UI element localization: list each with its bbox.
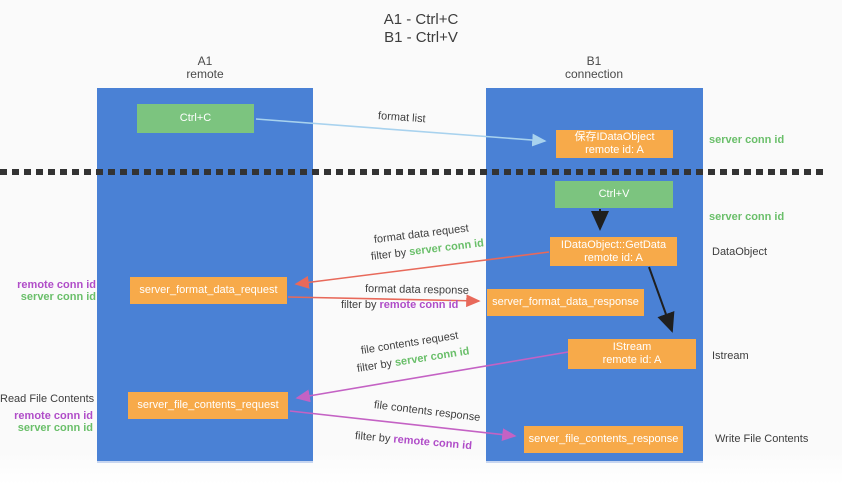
node-server-file-contents-response: server_file_contents_response [524,426,683,453]
copy-paste-separator-line [0,169,826,175]
node-server-file-contents-request: server_file_contents_request [128,392,288,419]
filter-by-text: filter by [370,246,410,263]
left-remote-conn-id-2: remote conn id [14,410,93,422]
diagram-title: A1 - Ctrl+C B1 - Ctrl+V [0,11,842,47]
label-filter-by-remote-conn-id-1: filter by remote conn id [341,299,458,311]
column-a1-subtitle: remote [186,67,224,81]
label-format-data-response: format data response [364,283,470,297]
node-save-idataobject-line2: remote id: A [585,144,644,156]
node-istream: IStream remote id: A [568,339,696,369]
right-server-conn-id-mid: server conn id [709,211,785,223]
node-ctrl-v-label: Ctrl+V [598,188,630,200]
left-conn-ids-format: remote conn id server conn id [0,279,96,303]
label-dataobject: DataObject [712,246,768,258]
node-server-file-contents-request-label: server_file_contents_request [137,399,279,411]
node-save-idataobject-line1: 保存IDataObject [574,131,655,143]
label-filter-by-remote-conn-id-2: filter by remote conn id [354,430,472,452]
right-server-conn-id-top: server conn id [709,134,785,146]
left-server-conn-id-1: server conn id [20,291,96,303]
file-contents-response-arrow [289,410,517,441]
column-a1-name: A1 [197,54,213,68]
node-ctrl-v: Ctrl+V [555,181,673,208]
column-b1-name: B1 [586,54,602,68]
node-istream-line1: IStream [612,341,652,353]
left-server-conn-id-2: server conn id [17,422,93,434]
node-idataobject-getdata: IDataObject::GetData remote id: A [550,237,677,266]
column-header-b1: B1 connection [486,55,702,81]
filter-by-text: filter by [356,357,396,375]
label-write-file-contents: Write File Contents [715,433,809,445]
node-istream-line2: remote id: A [602,354,662,366]
filter-by-text: filter by [354,430,394,446]
filter-by-text: filter by [341,299,380,311]
node-server-format-data-response-label: server_format_data_response [492,296,639,308]
node-idataobject-getdata-line1: IDataObject::GetData [560,238,667,251]
column-header-a1: A1 remote [97,55,313,81]
label-file-contents-response: file contents response [373,399,481,424]
label-read-file-contents: Read File Contents [0,393,95,405]
left-remote-conn-id-1: remote conn id [17,279,96,291]
node-save-idataobject: 保存IDataObject remote id: A [556,130,673,158]
node-server-file-contents-response-label: server_file_contents_response [528,433,679,445]
node-ctrl-c: Ctrl+C [137,104,254,133]
column-b1-subtitle: connection [564,67,624,81]
node-server-format-data-request: server_format_data_request [130,277,287,304]
label-format-list: format list [377,110,426,126]
label-istream: Istream [712,350,749,362]
left-conn-ids-file: remote conn id server conn id [0,410,93,434]
node-ctrl-c-label: Ctrl+C [179,112,212,124]
title-line-1: A1 - Ctrl+C [383,11,459,28]
title-line-2: B1 - Ctrl+V [384,29,458,46]
node-server-format-data-response: server_format_data_response [487,289,644,316]
node-server-format-data-request-label: server_format_data_request [139,284,278,296]
remote-conn-id-text: remote conn id [379,299,459,311]
remote-conn-id-text: remote conn id [392,433,473,453]
node-idataobject-getdata-line2: remote id: A [584,251,643,264]
